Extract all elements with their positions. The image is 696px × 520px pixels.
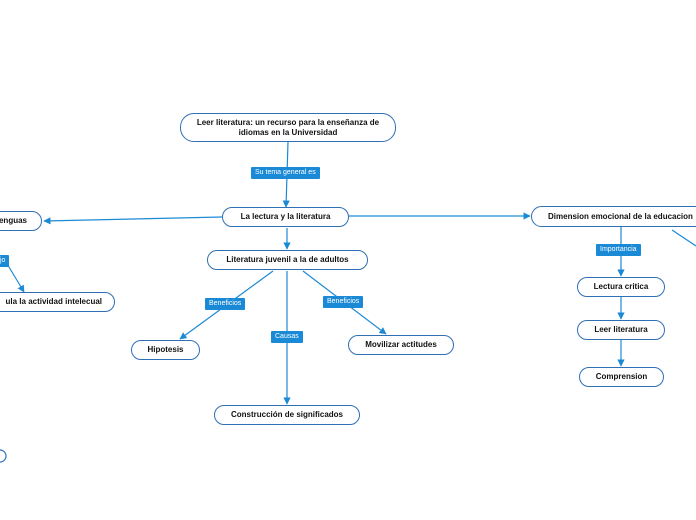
line-dimension-offscreen [671,229,696,247]
dimension-node[interactable]: Dimension emocional de la educacion [531,206,696,227]
comprension-node[interactable]: Comprension [579,367,664,387]
left-partial-node[interactable]: enguas [0,211,42,231]
juvenil-node[interactable]: Literatura juvenil a la de adultos [207,250,368,270]
root-node[interactable]: Leer literatura: un recurso para la ense… [180,113,396,142]
line-center-left [43,216,223,225]
offscreen-node-edge [0,449,7,463]
construccion-node[interactable]: Construcción de significados [214,405,360,425]
beneficios-label-right: Beneficios [323,296,364,308]
center-node[interactable]: La lectura y la literatura [222,207,349,227]
causas-label: Causas [271,331,303,343]
beneficios-label-left: Beneficios [205,298,246,310]
left-partial-label: jo [0,255,10,267]
movilizar-node[interactable]: Movilizar actitudes [348,335,454,355]
line-left-label [5,261,25,293]
leer-literatura-node[interactable]: Leer literatura [577,320,665,340]
left-sub-partial-node[interactable]: ula la actividad intelecual [0,292,115,312]
hipotesis-node[interactable]: Hipotesis [131,340,200,360]
lectura-critica-node[interactable]: Lectura critica [577,277,665,297]
importancia-label: Importancia [596,244,641,256]
tema-label: Su tema general es [251,167,320,179]
